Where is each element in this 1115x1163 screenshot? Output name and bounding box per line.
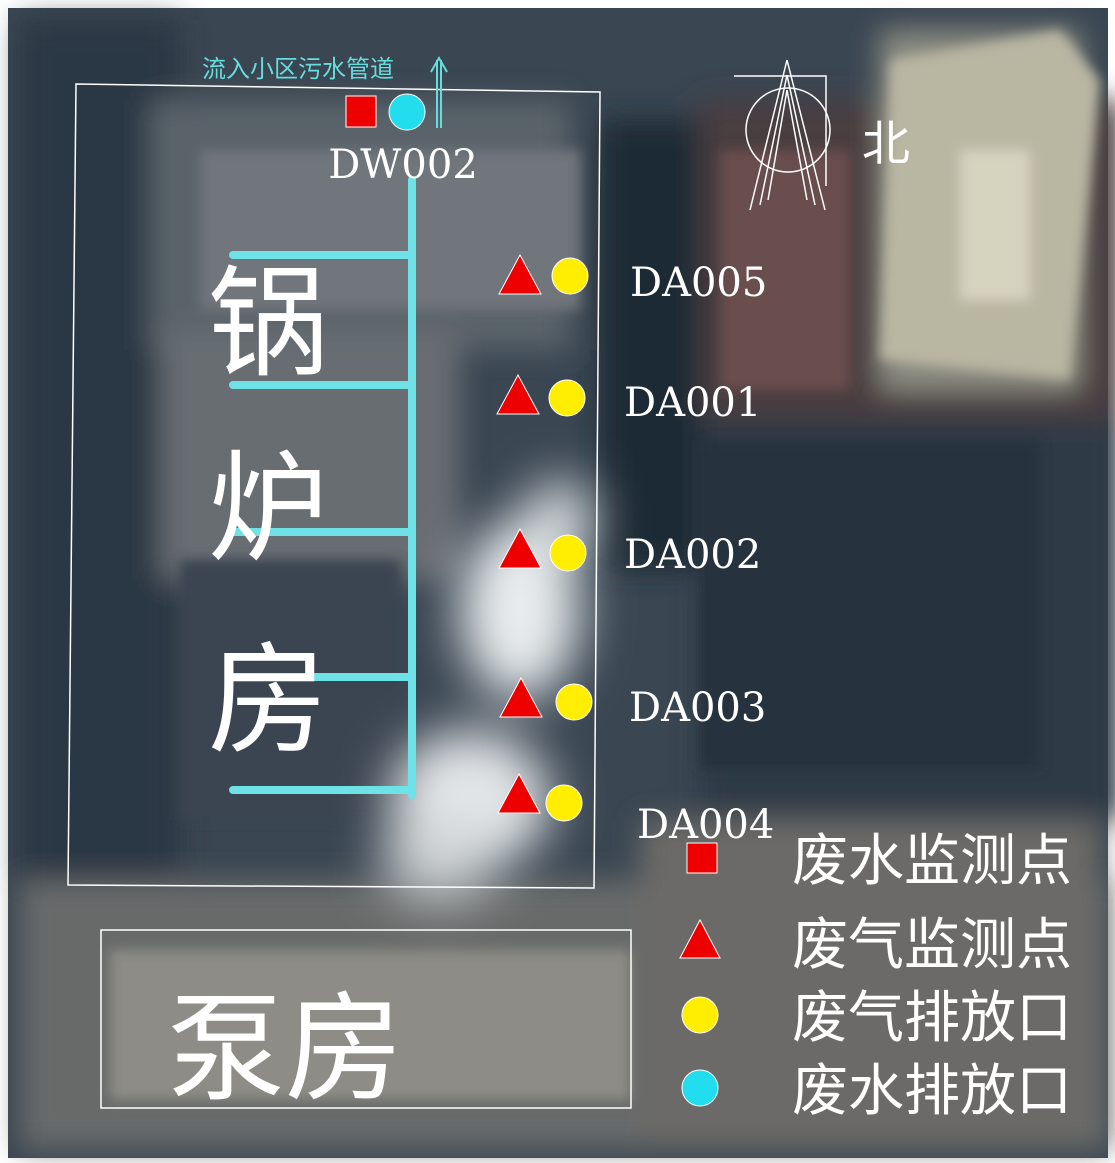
wastewater-monitor-icon bbox=[345, 95, 377, 128]
pump-room-label: 泵房 bbox=[167, 980, 403, 1118]
legend-triangle-icon bbox=[679, 918, 721, 959]
wastewater-pipes bbox=[229, 176, 416, 799]
legend-label: 废水排放口 bbox=[792, 1059, 1072, 1124]
exhaust-monitor-icon bbox=[496, 373, 540, 415]
exhaust-monitor-icon bbox=[498, 253, 542, 295]
legend-circle-icon bbox=[681, 1069, 719, 1107]
exhaust-point-code: DA005 bbox=[630, 260, 767, 306]
exhaust-outlet-icon bbox=[551, 257, 589, 295]
exhaust-outlet-icon bbox=[549, 534, 587, 572]
exhaust-point-code: DA002 bbox=[624, 532, 761, 578]
legend-item-2: 废气监测点 bbox=[679, 913, 1072, 978]
inflow-arrow-icon bbox=[430, 55, 448, 128]
pump-room-boundary bbox=[100, 929, 632, 1109]
exhaust-outlet-icon bbox=[555, 683, 593, 721]
exhaust-point-code: DA001 bbox=[624, 380, 761, 426]
legend-circle-icon bbox=[681, 996, 719, 1034]
wastewater-outlet-icon bbox=[388, 93, 426, 131]
exhaust-monitor-icon bbox=[498, 527, 542, 569]
exhaust-point-da003[interactable]: DA003 bbox=[499, 676, 766, 731]
north-arrow-icon bbox=[734, 59, 831, 211]
exhaust-point-da001[interactable]: DA001 bbox=[496, 373, 761, 426]
legend-square-icon bbox=[686, 842, 718, 874]
boiler-room-boundary bbox=[67, 83, 601, 889]
north-label: 北 bbox=[862, 116, 910, 172]
exhaust-outlet-icon bbox=[545, 784, 583, 822]
wastewater-outlet-code: DW002 bbox=[328, 142, 478, 188]
exhaust-point-code: DA003 bbox=[629, 685, 766, 731]
legend-item-3: 废气排放口 bbox=[681, 986, 1072, 1051]
exhaust-monitor-icon bbox=[497, 772, 541, 814]
boiler-room-char-2: 炉 bbox=[208, 440, 328, 579]
boiler-room-char-1: 锅 bbox=[208, 255, 328, 394]
boiler-room-char-3: 房 bbox=[208, 632, 328, 771]
exhaust-point-da005[interactable]: DA005 bbox=[498, 253, 767, 306]
wastewater-outlet-dw002[interactable]: DW002 bbox=[328, 93, 478, 188]
exhaust-monitor-icon bbox=[499, 676, 543, 718]
legend-item-4: 废水排放口 bbox=[681, 1059, 1072, 1124]
exhaust-point-da002[interactable]: DA002 bbox=[498, 527, 761, 578]
legend-label: 废气监测点 bbox=[792, 913, 1072, 978]
exhaust-outlet-icon bbox=[548, 379, 586, 417]
exhaust-point-da004[interactable]: DA004 bbox=[497, 772, 774, 848]
legend-item-1: 废水监测点 bbox=[686, 829, 1072, 894]
legend-label: 废气排放口 bbox=[792, 986, 1072, 1051]
inflow-label: 流入小区污水管道 bbox=[202, 55, 394, 83]
legend-label: 废水监测点 bbox=[792, 829, 1072, 894]
exhaust-point-code: DA004 bbox=[637, 802, 774, 848]
